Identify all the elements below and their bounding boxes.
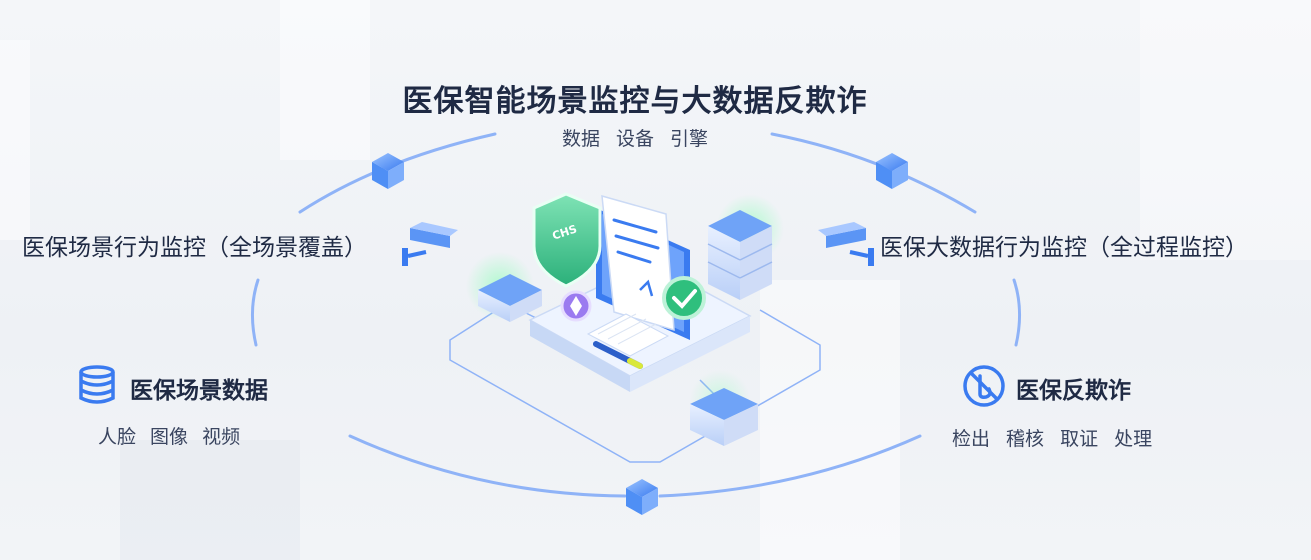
shield	[532, 192, 602, 288]
coin	[560, 290, 592, 322]
connector-cube-bottom	[626, 479, 658, 515]
database-icon	[79, 365, 115, 404]
page-title: 医保智能场景监控与大数据反欺诈	[402, 84, 868, 119]
server-left	[478, 274, 542, 322]
bigdata-monitoring-label: 医保大数据行为监控（全过程监控）	[880, 235, 1248, 261]
anti-fraud-items: 检出 稽核 取证 处理	[952, 428, 1153, 450]
camera-left	[402, 222, 458, 266]
check-badge	[662, 276, 706, 320]
connector-cube-top-left	[372, 153, 404, 189]
anti-fraud-title: 医保反欺诈	[1016, 378, 1131, 404]
fraud-check-icon	[963, 365, 1005, 407]
server-bottom	[690, 388, 758, 446]
scene-monitoring-label: 医保场景行为监控（全场景覆盖）	[22, 235, 367, 261]
page-subtitle: 数据 设备 引擎	[561, 128, 709, 150]
keyboard	[586, 313, 670, 357]
scene-data-title: 医保场景数据	[130, 378, 268, 404]
pen	[593, 341, 643, 369]
connector-cube-top-right	[876, 153, 908, 189]
camera-right	[818, 222, 874, 266]
document	[601, 194, 675, 332]
server-right	[707, 210, 773, 300]
scene-data-items: 人脸 图像 视频	[98, 426, 241, 448]
